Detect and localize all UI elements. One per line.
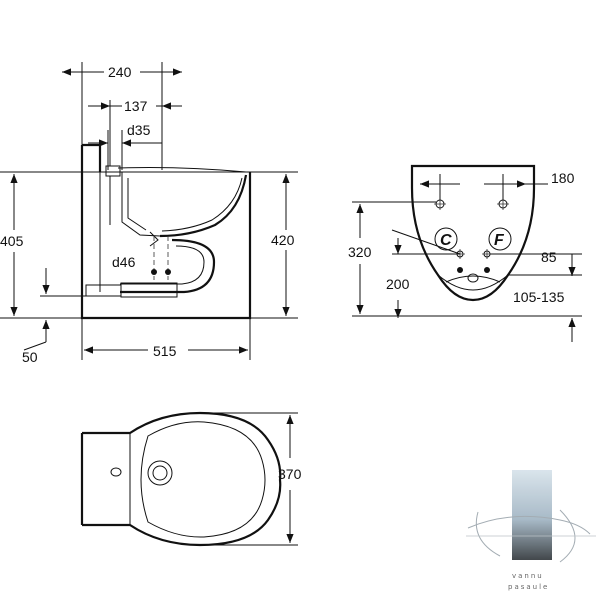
- rear-view: C F 180 320 200 85 105-135: [348, 164, 582, 342]
- cold-label: C: [440, 232, 452, 249]
- brand-text-line2: pasaule: [508, 583, 549, 591]
- dim-inlet-diameter: d35: [127, 122, 151, 138]
- dim-height-left: 405: [0, 233, 24, 249]
- dim-depth: 515: [153, 343, 177, 359]
- hot-connection-badge: [488, 227, 512, 251]
- brand-text-line1: vannu: [512, 572, 544, 580]
- brand-logo: vannu pasaule: [466, 470, 596, 591]
- dim-outlet-diameter: d46: [112, 254, 136, 270]
- hot-label: F: [494, 232, 505, 249]
- dim-height-right: 420: [271, 232, 295, 248]
- dim-top-width: 240: [108, 64, 132, 80]
- dim-hole-spacing: 180: [551, 170, 575, 186]
- dim-height-total: 320: [348, 244, 372, 260]
- dim-offset-small: 85: [541, 249, 557, 265]
- cold-connection-badge: [434, 227, 458, 251]
- dim-top-width-370: 370: [278, 466, 302, 482]
- dim-offset-range: 105-135: [513, 289, 565, 305]
- dim-height-lower: 200: [386, 276, 410, 292]
- dim-floor-gap: 50: [22, 349, 38, 365]
- dim-mid-width: 137: [124, 98, 148, 114]
- top-view: 370: [80, 411, 302, 547]
- side-view: 240 137 d35 d46 405 420 50 515: [0, 62, 298, 365]
